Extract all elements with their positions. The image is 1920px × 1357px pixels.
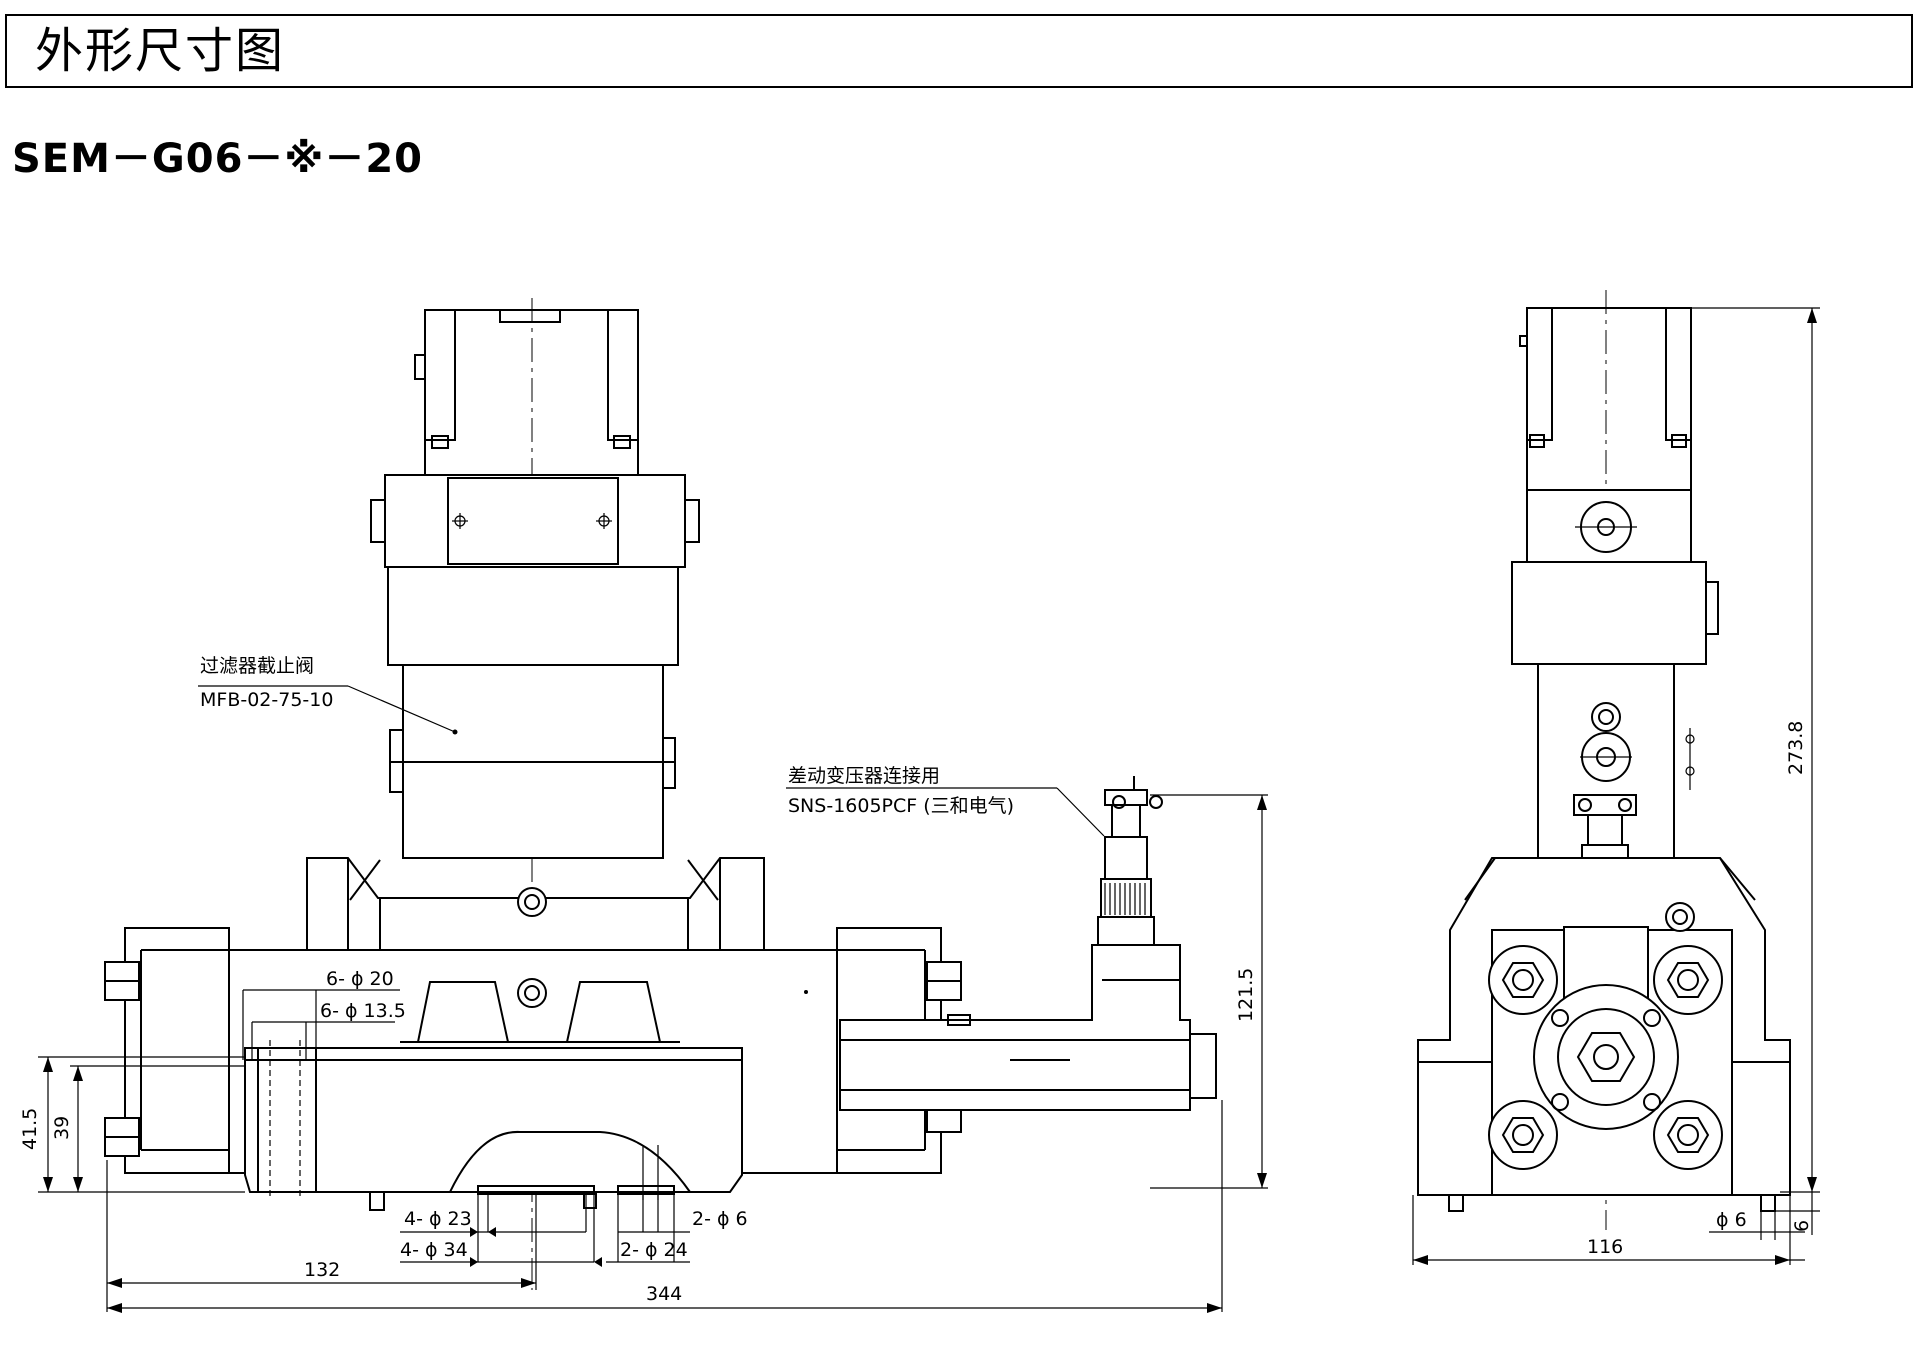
dimension-lines <box>38 307 1820 1312</box>
dim-6: 6 <box>1791 1220 1813 1232</box>
header-box: 外形尺寸图 <box>5 14 1913 88</box>
dim-39: 39 <box>51 1116 73 1140</box>
dim-132: 132 <box>304 1259 340 1281</box>
dim-344: 344 <box>646 1283 682 1305</box>
arrowheads <box>43 308 1817 1313</box>
dim-2phi24: 2- ϕ 24 <box>620 1239 688 1261</box>
filter-model: MFB-02-75-10 <box>200 689 333 711</box>
dim-4phi34: 4- ϕ 34 <box>400 1239 468 1261</box>
dim-121-5: 121.5 <box>1235 968 1257 1022</box>
dim-6phi20: 6- ϕ 20 <box>326 968 394 990</box>
dim-273-8: 273.8 <box>1785 721 1807 775</box>
front-view <box>104 298 1217 1290</box>
dim-4phi23: 4- ϕ 23 <box>404 1208 472 1230</box>
dim-2phi6: 2- ϕ 6 <box>692 1208 748 1230</box>
connector-knurl <box>1104 883 1146 915</box>
dim-phi6: ϕ 6 <box>1716 1209 1747 1231</box>
dimension-labels: 6- ϕ 20 6- ϕ 13.5 41.5 39 4- ϕ 23 4- ϕ 3… <box>19 721 1813 1305</box>
callout-labels: 过滤器截止阀 MFB-02-75-10 差动变压器连接用 SNS-1605PCF… <box>200 655 1014 817</box>
connector-model: SNS-1605PCF (三和电气) <box>788 795 1014 817</box>
dim-116: 116 <box>1587 1236 1623 1258</box>
filter-label: 过滤器截止阀 <box>200 655 314 677</box>
dim-41-5: 41.5 <box>19 1108 41 1150</box>
connector-label: 差动变压器连接用 <box>788 765 940 787</box>
model-number: SEM－G06－※－20 <box>12 136 423 182</box>
dim-6phi13-5: 6- ϕ 13.5 <box>320 1000 406 1022</box>
side-view <box>1417 290 1791 1230</box>
page-title: 外形尺寸图 <box>35 23 286 79</box>
